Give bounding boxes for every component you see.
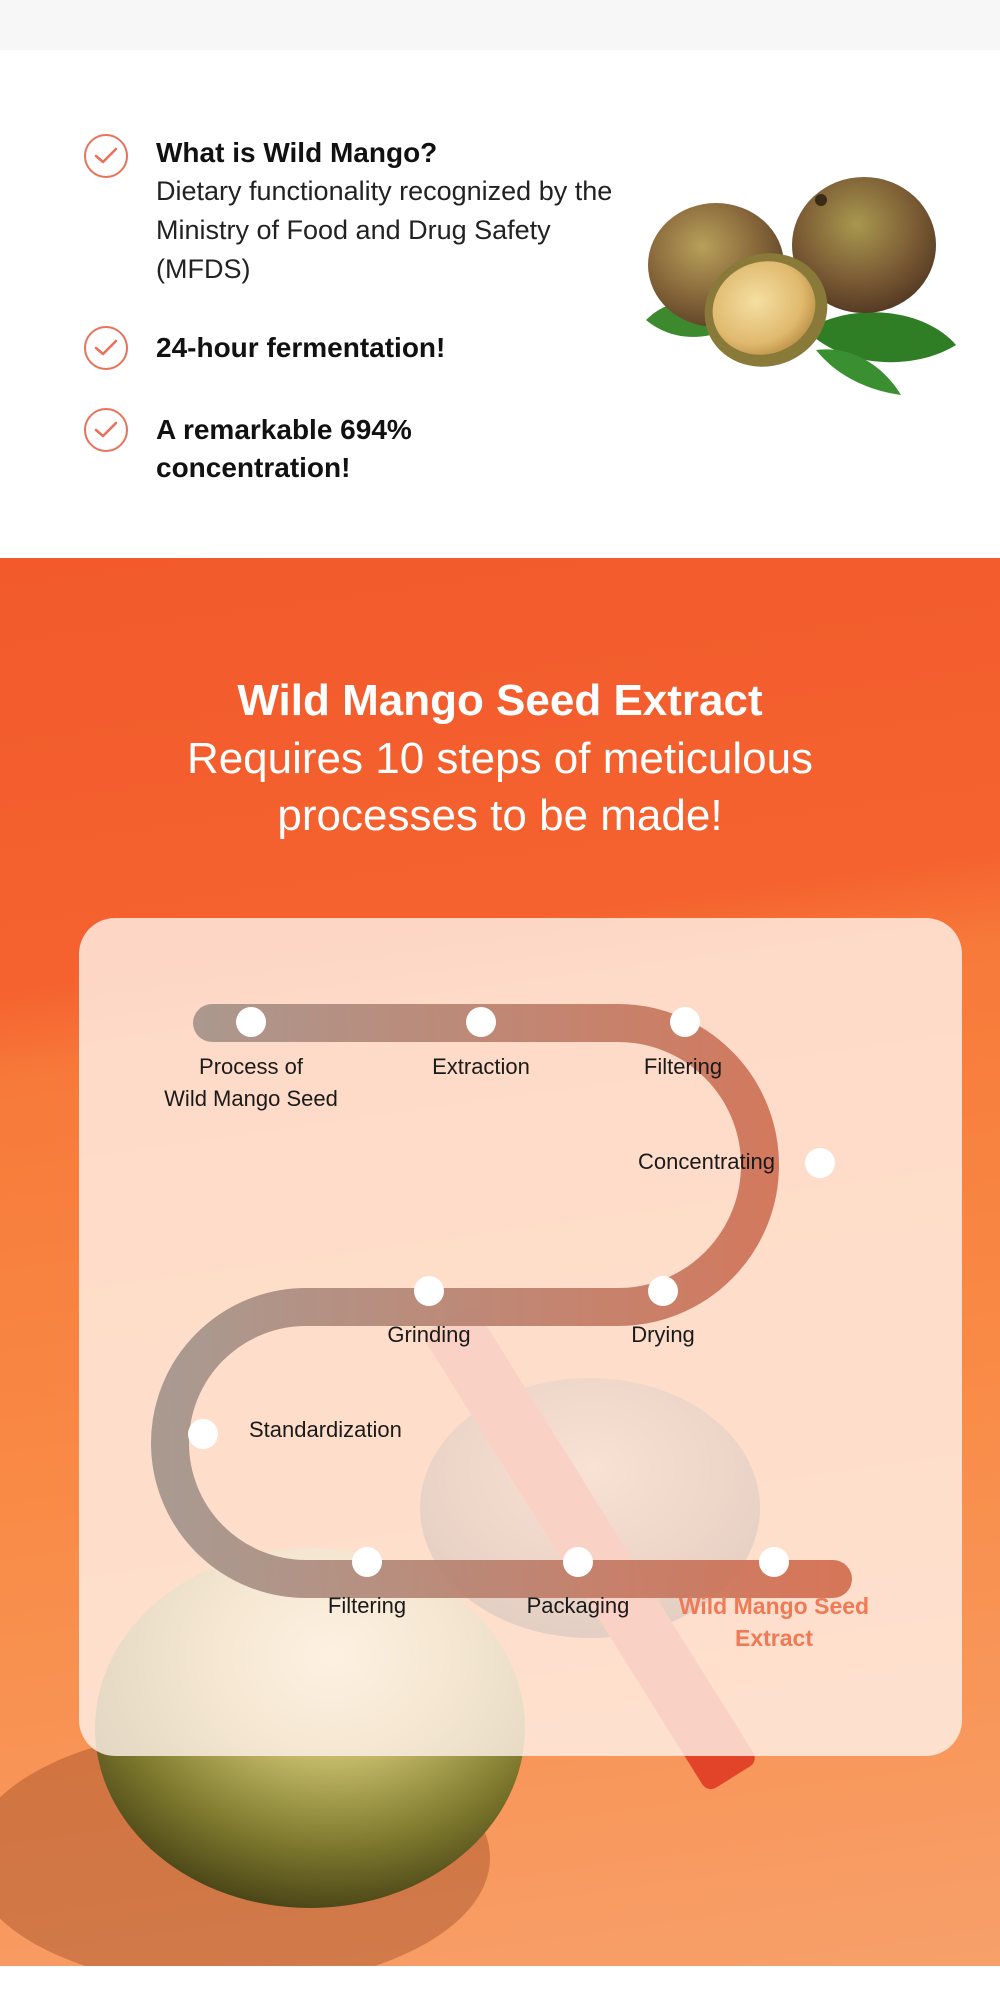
step-dot bbox=[466, 1007, 496, 1037]
step-dot bbox=[188, 1419, 218, 1449]
feature-desc-line: Dietary functionality recognized by the bbox=[156, 176, 613, 206]
check-circle-icon bbox=[84, 134, 128, 178]
step-label-standardization: Standardization bbox=[249, 1417, 402, 1442]
features-section: What is Wild Mango? Dietary functionalit… bbox=[0, 50, 1000, 558]
step-label-extraction: Extraction bbox=[432, 1054, 530, 1079]
feature-title: 24-hour fermentation! bbox=[156, 332, 446, 363]
check-circle-icon bbox=[84, 326, 128, 370]
process-section: Wild Mango Seed Extract Requires 10 step… bbox=[0, 558, 1000, 1966]
feature-item-wild-mango: What is Wild Mango? Dietary functionalit… bbox=[84, 134, 612, 289]
step-dot bbox=[414, 1276, 444, 1306]
step-label-final-extract: Wild Mango Seed Extract bbox=[678, 1593, 870, 1651]
feature-desc-line: (MFDS) bbox=[156, 254, 251, 284]
step-label-grinding: Grinding bbox=[387, 1322, 471, 1347]
step-label-packaging: Packaging bbox=[526, 1593, 630, 1618]
feature-desc-line: Ministry of Food and Drug Safety bbox=[156, 215, 551, 245]
step-dot bbox=[805, 1148, 835, 1178]
step-label-drying: Drying bbox=[631, 1322, 695, 1347]
wild-mango-fruit-image bbox=[646, 177, 956, 395]
step-label-filtering-2: Filtering bbox=[327, 1593, 407, 1618]
top-strip bbox=[0, 0, 1000, 50]
step-dot bbox=[759, 1547, 789, 1577]
process-subtitle: Requires 10 steps of meticulous processe… bbox=[186, 734, 814, 840]
feature-item-concentration: A remarkable 694% concentration! bbox=[84, 408, 412, 487]
step-label-process: Process of Wild Mango Seed bbox=[164, 1054, 338, 1111]
step-dot bbox=[670, 1007, 700, 1037]
step-dot bbox=[236, 1007, 266, 1037]
process-title: Wild Mango Seed Extract bbox=[237, 676, 763, 725]
route-track bbox=[151, 1004, 852, 1598]
process-route-map bbox=[151, 1004, 852, 1598]
process-route-card: Process of Wild Mango Seed Extraction Fi… bbox=[79, 918, 962, 1756]
feature-item-fermentation: 24-hour fermentation! bbox=[84, 326, 445, 370]
step-dot bbox=[352, 1547, 382, 1577]
step-label-concentrating: Concentrating bbox=[638, 1149, 775, 1174]
step-label-filtering: Filtering bbox=[643, 1054, 723, 1079]
bottom-strip bbox=[0, 1966, 1000, 2000]
feature-title: concentration! bbox=[156, 452, 351, 483]
feature-title: A remarkable 694% bbox=[156, 414, 412, 445]
step-dot bbox=[648, 1276, 678, 1306]
check-circle-icon bbox=[84, 408, 128, 452]
step-dot bbox=[563, 1547, 593, 1577]
feature-title: What is Wild Mango? bbox=[156, 137, 438, 168]
